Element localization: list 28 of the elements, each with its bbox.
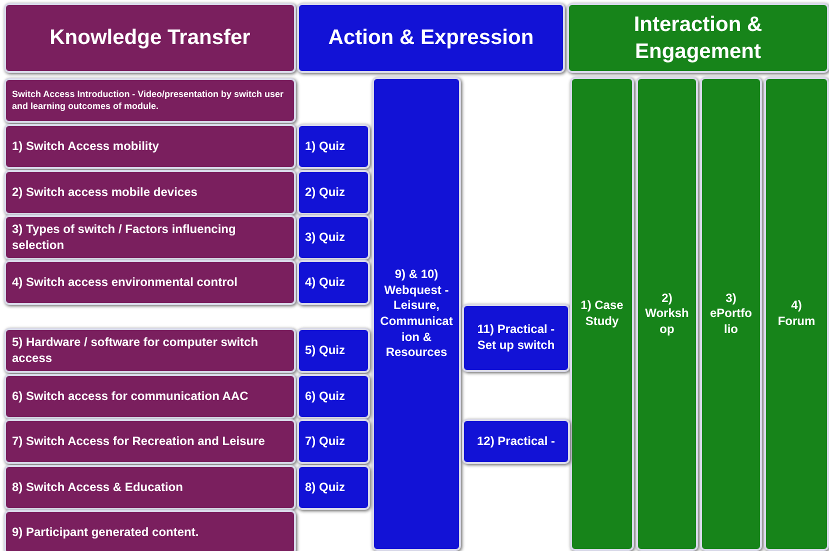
topic-box: 4) Quiz (297, 260, 370, 305)
activity-box: 12) Practical - (462, 419, 570, 464)
topic-box: 2) Switch access mobile devices (4, 170, 296, 215)
activity-box: 2) Worksh op (636, 77, 698, 551)
topic-box: 6) Switch access for communication AAC (4, 374, 296, 419)
topic-box: Switch Access Introduction - Video/presentation by switch user and learning outcomes of module. (4, 78, 296, 123)
activity-box: 9) & 10) Webquest - Leisure, Communicat ion & Resources (372, 77, 461, 551)
activity-box: 11) Practical - Set up switch (462, 304, 570, 372)
topic-box: 7) Switch Access for Recreation and Leisure (4, 419, 296, 464)
activity-box: 3) ePortfo lio (700, 77, 762, 551)
topic-box: 6) Quiz (297, 374, 370, 419)
topic-box: 2) Quiz (297, 170, 370, 215)
activity-box: 1) Case Study (570, 77, 634, 551)
topic-box: 5) Hardware / software for computer switch access (4, 328, 296, 373)
column-header: Knowledge Transfer (4, 3, 296, 73)
topic-box: 1) Switch Access mobility (4, 124, 296, 169)
column-header: Interaction & Engagement (567, 3, 829, 73)
column-header: Action & Expression (297, 3, 565, 73)
topic-box: 9) Participant generated content. (4, 510, 296, 551)
topic-box: 3) Quiz (297, 215, 370, 260)
topic-box: 5) Quiz (297, 328, 370, 373)
topic-box: 7) Quiz (297, 419, 370, 464)
activity-box: 4) Forum (764, 77, 829, 551)
topic-box: 8) Switch Access & Education (4, 465, 296, 510)
topic-box: 1) Quiz (297, 124, 370, 169)
topic-box: 3) Types of switch / Factors influencing selection (4, 215, 296, 260)
topic-box: 4) Switch access environmental control (4, 260, 296, 305)
topic-box: 8) Quiz (297, 465, 370, 510)
